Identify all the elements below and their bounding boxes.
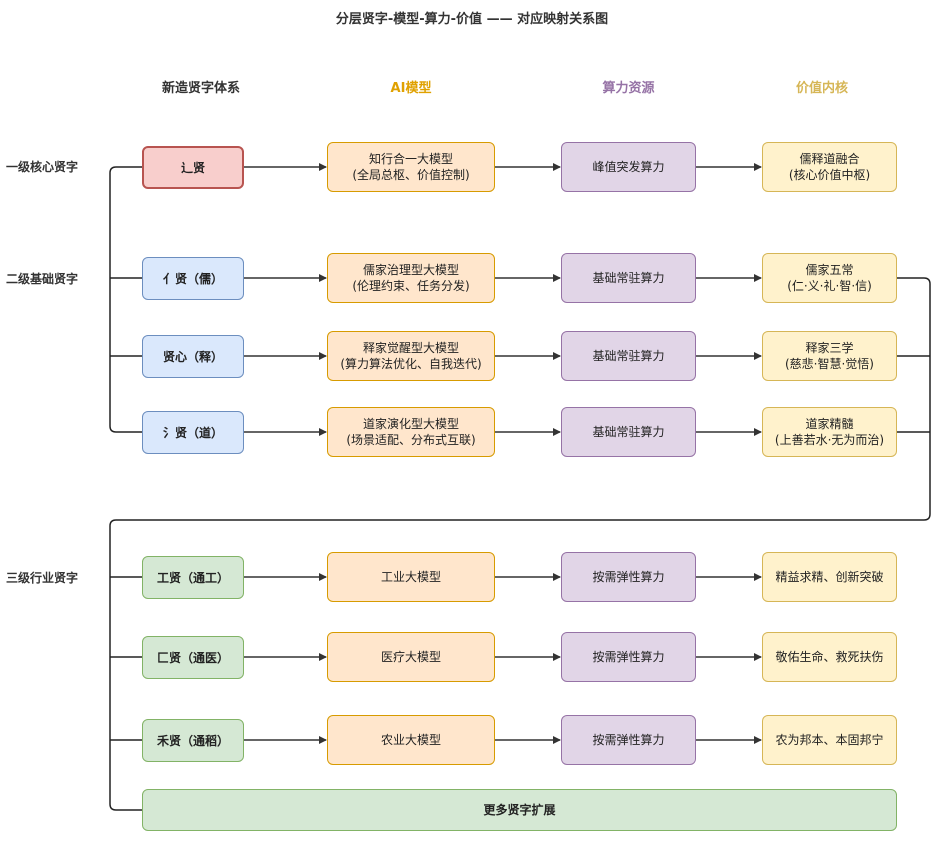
compute-box-2: 基础常驻算力 [561, 331, 696, 381]
header-char-system: 新造贤字体系 [161, 81, 240, 96]
value-box-2: 释家三学 (慈悲·智慧·觉悟) [762, 331, 897, 381]
value-box-5: 敬佑生命、救死扶伤 [762, 632, 897, 682]
value-box-1: 儒家五常 (仁·义·礼·智·信) [762, 253, 897, 303]
model-text: (全局总枢、价值控制) [352, 168, 470, 182]
value-box-0: 儒释道融合 (核心价值中枢) [762, 142, 897, 192]
char-box-2: 贤心（释） [142, 335, 244, 378]
value-text: 农为邦本、本固邦宁 [775, 733, 884, 747]
level-label-3: 三级行业贤字 [6, 571, 79, 585]
model-text: 道家演化型大模型 [362, 417, 459, 431]
more-chars-box: 更多贤字扩展 [142, 789, 897, 831]
compute-box-0: 峰值突发算力 [561, 142, 696, 192]
value-text: 儒家五常 [805, 263, 854, 277]
model-text: 工业大模型 [380, 570, 441, 584]
value-text: (核心价值中枢) [788, 168, 871, 182]
value-text: (仁·义·礼·智·信) [787, 279, 872, 293]
value-text: 精益求精、创新突破 [775, 570, 884, 584]
diagram-title: 分层贤字-模型-算力-价值 —— 对应映射关系图 [335, 12, 609, 27]
model-text: 农业大模型 [380, 733, 441, 747]
model-text: 释家觉醒型大模型 [362, 341, 459, 355]
model-box-0: 知行合一大模型 (全局总枢、价值控制) [327, 142, 495, 192]
char-box-3: 氵贤（道） [142, 411, 244, 454]
char-box-1: 亻贤（儒） [142, 257, 244, 300]
value-box-4: 精益求精、创新突破 [762, 552, 897, 602]
header-value: 价值内核 [795, 81, 848, 96]
model-box-3: 道家演化型大模型 (场景适配、分布式互联) [327, 407, 495, 457]
model-text: (算力算法优化、自我迭代) [340, 357, 482, 371]
bracket-level-1-2 [109, 166, 142, 433]
compute-box-5: 按需弹性算力 [561, 632, 696, 682]
char-box-4: 工贤（通工） [142, 556, 244, 599]
model-text: (伦理约束、任务分发) [352, 279, 470, 293]
value-text: 儒释道融合 [799, 152, 860, 166]
model-text: 知行合一大模型 [368, 152, 453, 166]
value-text: (慈悲·智慧·觉悟) [785, 357, 874, 371]
value-text: 敬佑生命、救死扶伤 [775, 650, 884, 664]
value-text: 道家精髓 [805, 417, 854, 431]
compute-box-4: 按需弹性算力 [561, 552, 696, 602]
bracket-right [109, 277, 931, 811]
model-text: 儒家治理型大模型 [362, 263, 459, 277]
header-compute: 算力资源 [602, 81, 655, 96]
value-text: 释家三学 [805, 341, 854, 355]
model-box-1: 儒家治理型大模型 (伦理约束、任务分发) [327, 253, 495, 303]
level-label-1: 一级核心贤字 [6, 160, 79, 174]
value-text: (上善若水·无为而治) [774, 433, 885, 447]
char-box-5: 匚贤（通医） [142, 636, 244, 679]
model-box-2: 释家觉醒型大模型 (算力算法优化、自我迭代) [327, 331, 495, 381]
compute-box-6: 按需弹性算力 [561, 715, 696, 765]
header-ai-model: AI模型 [390, 81, 432, 96]
model-text: (场景适配、分布式互联) [346, 433, 476, 447]
model-box-4: 工业大模型 [327, 552, 495, 602]
char-box-6: 禾贤（通稻） [142, 719, 244, 762]
model-box-5: 医疗大模型 [327, 632, 495, 682]
model-box-6: 农业大模型 [327, 715, 495, 765]
model-text: 医疗大模型 [380, 650, 441, 664]
level-label-2: 二级基础贤字 [6, 272, 79, 286]
compute-box-3: 基础常驻算力 [561, 407, 696, 457]
compute-box-1: 基础常驻算力 [561, 253, 696, 303]
char-box-0: 辶贤 [142, 146, 244, 189]
value-box-3: 道家精髓 (上善若水·无为而治) [762, 407, 897, 457]
value-box-6: 农为邦本、本固邦宁 [762, 715, 897, 765]
